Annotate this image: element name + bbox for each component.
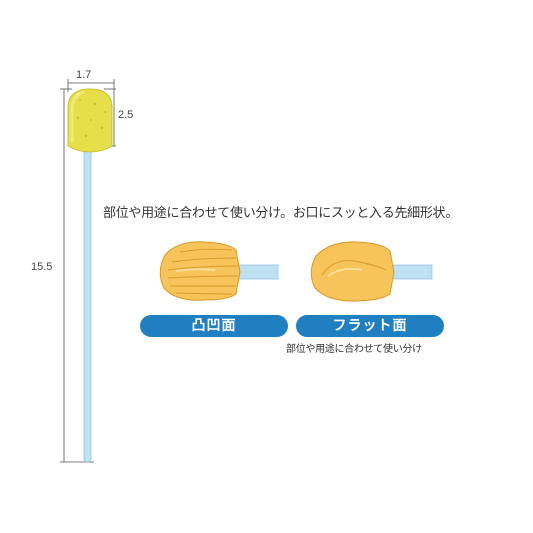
swab-stick (83, 139, 92, 463)
textured-sponge-illustration (159, 241, 279, 301)
total-length-dimension-label: 15.5 (31, 261, 53, 273)
feature-headline: 部位や用途に合わせて使い分け。お口にスッと入る先細形状。 (103, 206, 458, 221)
swab-sponge-head (67, 88, 113, 153)
width-dimension-label: 1.7 (76, 69, 92, 81)
head-length-dimension-label: 2.5 (118, 109, 134, 121)
textured-surface-label: 凸凹面 (140, 315, 288, 337)
flat-sponge-illustration (310, 241, 433, 302)
usage-caption: 部位や用途に合わせて使い分け (286, 344, 422, 355)
flat-surface-label: フラット面 (296, 315, 444, 337)
